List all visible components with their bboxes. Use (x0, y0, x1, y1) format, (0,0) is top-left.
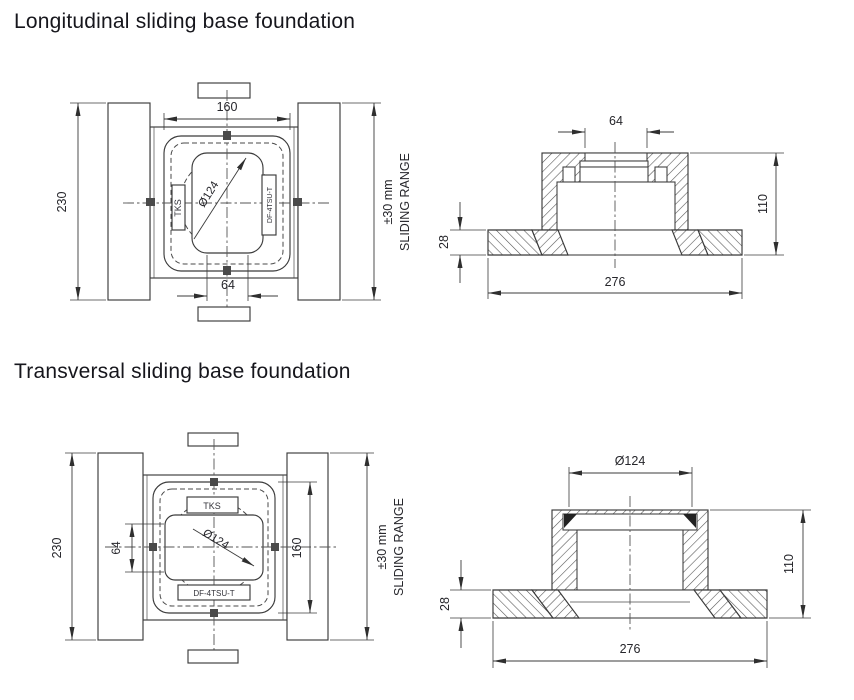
anchor-tab-bottom (187, 649, 239, 664)
dim-height-label: 230 (55, 192, 69, 213)
dim-sliding-range: ±30 mm SLIDING RANGE (342, 102, 412, 301)
name-plate-top: TKS (186, 496, 239, 514)
dim-width-label: 160 (217, 100, 238, 114)
ticks (149, 478, 279, 617)
dim-height-230: 230 (55, 102, 106, 301)
dim-base-thk-label: 28 (438, 597, 452, 611)
dim-slot-label: 64 (221, 278, 235, 292)
label-tks: TKS (173, 199, 183, 217)
anchor-tab-top (187, 432, 239, 447)
dim-top-64: 64 (558, 114, 674, 148)
name-plate-bottom: DF-4TSU-T (177, 584, 251, 601)
sliding-range-value: ±30 mm (381, 179, 395, 224)
section-view-longitudinal: 64 110 28 276 (430, 100, 854, 317)
sliding-range-text: SLIDING RANGE (398, 153, 412, 251)
dim-base-28: 28 (437, 202, 486, 283)
seal-wedge-right (683, 514, 696, 528)
dim-top-label: 64 (609, 114, 623, 128)
anchor-tab-bottom (197, 306, 251, 322)
name-plate-left: TKS (171, 184, 186, 231)
dim-height-230: 230 (50, 452, 96, 641)
title-transversal: Transversal sliding base foundation (14, 360, 351, 383)
dim-height-label: 110 (756, 194, 770, 214)
anchor-tab-top (197, 82, 251, 99)
name-plate-right: DF-4TSU-T (261, 174, 277, 236)
plan-view-transversal: TKS DF-4TSU-T Ø124 160 64 (45, 415, 419, 682)
plan-view-longitudinal: TKS DF-4TSU-T Ø124 160 230 (48, 78, 422, 335)
section-view-transversal: Ø124 110 28 276 (430, 430, 854, 700)
label-model: DF-4TSU-T (267, 186, 274, 223)
dim-base-276: 276 (492, 621, 768, 668)
dim-slot-label: 64 (109, 541, 123, 555)
title-longitudinal: Longitudinal sliding base foundation (14, 10, 356, 33)
dim-base-28: 28 (438, 560, 491, 648)
dim-inner-160: 160 (278, 481, 317, 614)
dim-slot-64: 64 (109, 523, 164, 573)
sliding-range-value: ±30 mm (375, 524, 389, 569)
seal-wedge-left (564, 514, 577, 528)
dim-top-label: Ø124 (615, 454, 646, 468)
dim-width-label: 160 (290, 538, 304, 559)
dim-height-110: 110 (710, 509, 811, 619)
ticks (146, 131, 302, 275)
sliding-range-text: SLIDING RANGE (392, 498, 406, 596)
dim-height-110: 110 (690, 152, 784, 256)
dim-height-label: 110 (782, 554, 796, 574)
dim-base-276: 276 (487, 258, 743, 299)
dim-slot-64: 64 (177, 255, 278, 301)
dim-sliding-range: ±30 mm SLIDING RANGE (330, 452, 406, 641)
body-section (541, 152, 689, 242)
centerlines (105, 439, 337, 661)
centerlines (123, 90, 332, 320)
dim-base-thk-label: 28 (437, 235, 451, 249)
dim-top-diameter: Ø124 (568, 454, 693, 507)
dim-height-label: 230 (50, 538, 64, 559)
dim-base-width-label: 276 (620, 642, 641, 656)
label-model: DF-4TSU-T (193, 589, 234, 598)
label-tks: TKS (203, 501, 221, 511)
dim-base-width-label: 276 (605, 275, 626, 289)
dim-width-160: 160 (163, 100, 291, 130)
